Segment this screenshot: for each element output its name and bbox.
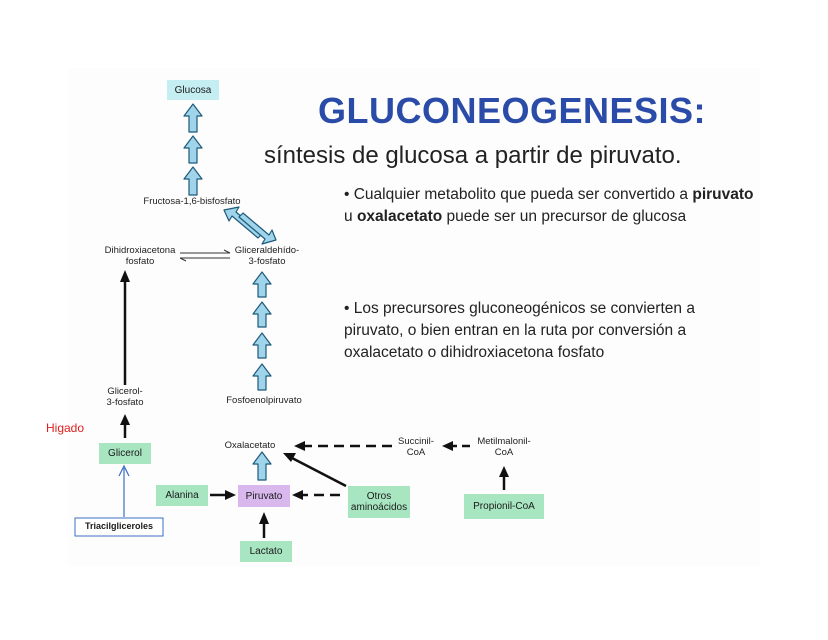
up-arrow-6 bbox=[252, 332, 272, 359]
node-dihidroxiacetona: Dihidroxiacetona fosfato bbox=[96, 245, 184, 268]
up-arrow-2 bbox=[183, 135, 203, 164]
bullet-2: • Los precursores gluconeogénicos se con… bbox=[344, 300, 695, 361]
node-lactato: Lactato bbox=[240, 541, 292, 562]
bullet-1-mid: u bbox=[344, 208, 357, 225]
up-arrow-4 bbox=[252, 271, 272, 298]
node-alanina: Alanina bbox=[156, 485, 208, 506]
up-arrow-8 bbox=[252, 451, 272, 481]
triacil-label: Triacilgliceroles bbox=[84, 521, 154, 532]
node-oxalacetato: Oxalacetato bbox=[224, 440, 276, 451]
node-glucosa: Glucosa bbox=[167, 80, 219, 100]
alanina-box bbox=[156, 485, 208, 506]
bullet-1-oxalacetato: oxalacetato bbox=[356, 208, 443, 225]
bullet-1: • Cualquier metabolito que pueda ser con… bbox=[344, 184, 754, 228]
otros-line2: aminoácidos bbox=[350, 502, 408, 513]
node-piruvato: Piruvato bbox=[238, 485, 290, 507]
diag-arrow-down bbox=[238, 212, 277, 245]
alanina-label: Alanina bbox=[165, 490, 199, 501]
glicerol-label: Glicerol bbox=[108, 448, 142, 459]
succinil-line1: Succinil- bbox=[398, 436, 434, 447]
metilmalonil-line2: CoA bbox=[494, 446, 514, 458]
node-glicerol: Glicerol bbox=[99, 443, 151, 464]
node-succinil-coa: Succinil- CoA bbox=[392, 436, 440, 459]
node-triacilgliceroles: Triacilgliceroles bbox=[75, 518, 163, 536]
triacil-box bbox=[74, 517, 164, 537]
higado-label: Higado bbox=[46, 421, 85, 435]
node-otros-aminoacidos: Otros aminoácidos bbox=[348, 486, 410, 518]
otros-box bbox=[348, 486, 410, 518]
glucosa-label: Glucosa bbox=[174, 84, 212, 96]
diagram-panel bbox=[68, 68, 760, 566]
up-arrow-7 bbox=[252, 363, 272, 391]
dihidroxi-line1: Dihidroxiacetona bbox=[104, 245, 176, 256]
lactato-label: Lactato bbox=[249, 546, 283, 557]
propionil-label: Propionil-CoA bbox=[473, 501, 535, 512]
node-fosfoenolpiruvato: Fosfoenolpiruvato bbox=[226, 395, 302, 406]
bullet-1-prefix: • Cualquier metabolito que pueda ser con… bbox=[344, 186, 689, 203]
gliceraldehido-line2: 3-fosfato bbox=[248, 255, 286, 267]
dihidroxi-line2: fosfato bbox=[125, 255, 155, 267]
succinil-line2: CoA bbox=[406, 446, 426, 458]
up-arrow-5 bbox=[252, 301, 272, 328]
glicerol3p-line2: 3-fosfato bbox=[106, 396, 144, 408]
glicerol-box bbox=[99, 443, 151, 464]
up-arrow-3 bbox=[183, 166, 203, 196]
node-metilmalonil-coa: Metilmalonil- CoA bbox=[472, 436, 536, 459]
gliceraldehido-line1: Gliceraldehído- bbox=[234, 245, 300, 256]
node-propionil-coa: Propionil-CoA bbox=[464, 494, 544, 519]
piruvato-box bbox=[238, 485, 290, 507]
node-glicerol-3-fosfato: Glicerol- 3-fosfato bbox=[95, 386, 155, 409]
glicerol3p-line1: Glicerol- bbox=[107, 386, 143, 397]
diag-arrow-up bbox=[223, 206, 263, 239]
bullet-1-suffix: puede ser un precursor de glucosa bbox=[442, 208, 687, 225]
piruvato-label: Piruvato bbox=[245, 490, 283, 502]
otros-line1: Otros bbox=[366, 491, 392, 502]
node-gliceraldehido: Gliceraldehído- 3-fosfato bbox=[228, 245, 306, 268]
bullet-1-piruvato: piruvato bbox=[692, 186, 754, 203]
lactato-box bbox=[240, 541, 292, 562]
glucosa-box bbox=[167, 80, 219, 100]
up-arrow-1 bbox=[183, 103, 203, 133]
propionil-box bbox=[464, 494, 544, 519]
page-title: GLUCONEOGENESIS: bbox=[318, 90, 707, 131]
metilmalonil-line1: Metilmalonil- bbox=[477, 436, 531, 447]
page-subtitle: síntesis de glucosa a partir de piruvato… bbox=[264, 142, 682, 169]
node-fructosa: Fructosa-1,6-bisfosfato bbox=[143, 196, 241, 207]
